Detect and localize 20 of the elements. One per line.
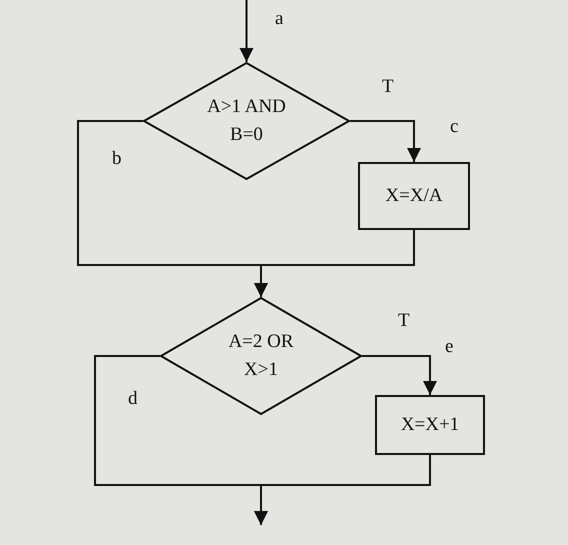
arrow (254, 455, 431, 525)
node-text: X=X+1 (400, 412, 460, 437)
path-label: e (445, 336, 454, 358)
arrow (362, 355, 437, 395)
decision-diamond (160, 297, 362, 415)
edge-label: T (398, 310, 410, 332)
node-text: A>1 AND B=0 (206, 94, 287, 147)
edge-label: T (382, 76, 394, 98)
path-label: c (450, 116, 458, 138)
node-text: X=X/A (385, 184, 443, 208)
arrow (254, 230, 415, 297)
arrow (240, 0, 254, 62)
path-label: d (128, 388, 138, 410)
decision-diamond (143, 62, 350, 180)
path-label: b (112, 148, 122, 170)
arrow (350, 120, 421, 162)
node-text: A=2 OR X>1 (227, 330, 295, 382)
path-label: a (275, 8, 284, 30)
process-box (358, 162, 470, 230)
process-box (375, 395, 485, 455)
